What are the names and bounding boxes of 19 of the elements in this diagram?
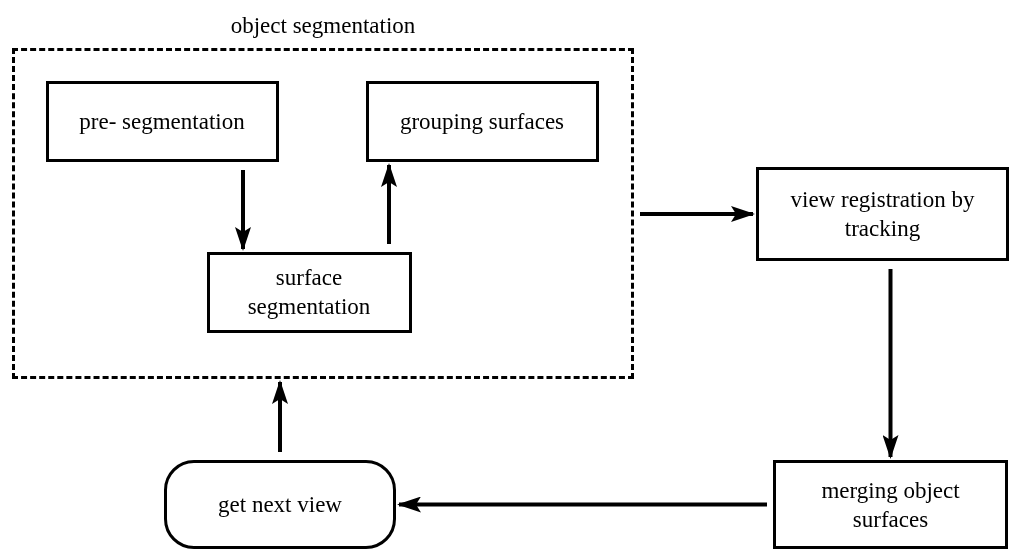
arrow	[272, 380, 288, 452]
box-label: view registration by tracking	[789, 186, 976, 243]
box-label: get next view	[217, 491, 343, 519]
box-label: surface segmentation	[246, 264, 372, 321]
process-box	[45, 80, 279, 162]
arrow	[381, 163, 397, 244]
process-box	[365, 80, 599, 162]
arrow	[882, 269, 899, 459]
arrow	[397, 496, 767, 513]
process-box	[773, 460, 1008, 549]
group-heading: object segmentation	[229, 12, 417, 40]
box-label: merging object surfaces	[820, 476, 961, 534]
process-box	[206, 251, 412, 333]
rounded-box	[164, 460, 396, 549]
process-box	[756, 167, 1009, 261]
arrow	[235, 170, 251, 251]
box-label: grouping surfaces	[398, 107, 566, 136]
box-label: pre- segmentation	[78, 107, 246, 136]
arrow	[640, 206, 755, 222]
